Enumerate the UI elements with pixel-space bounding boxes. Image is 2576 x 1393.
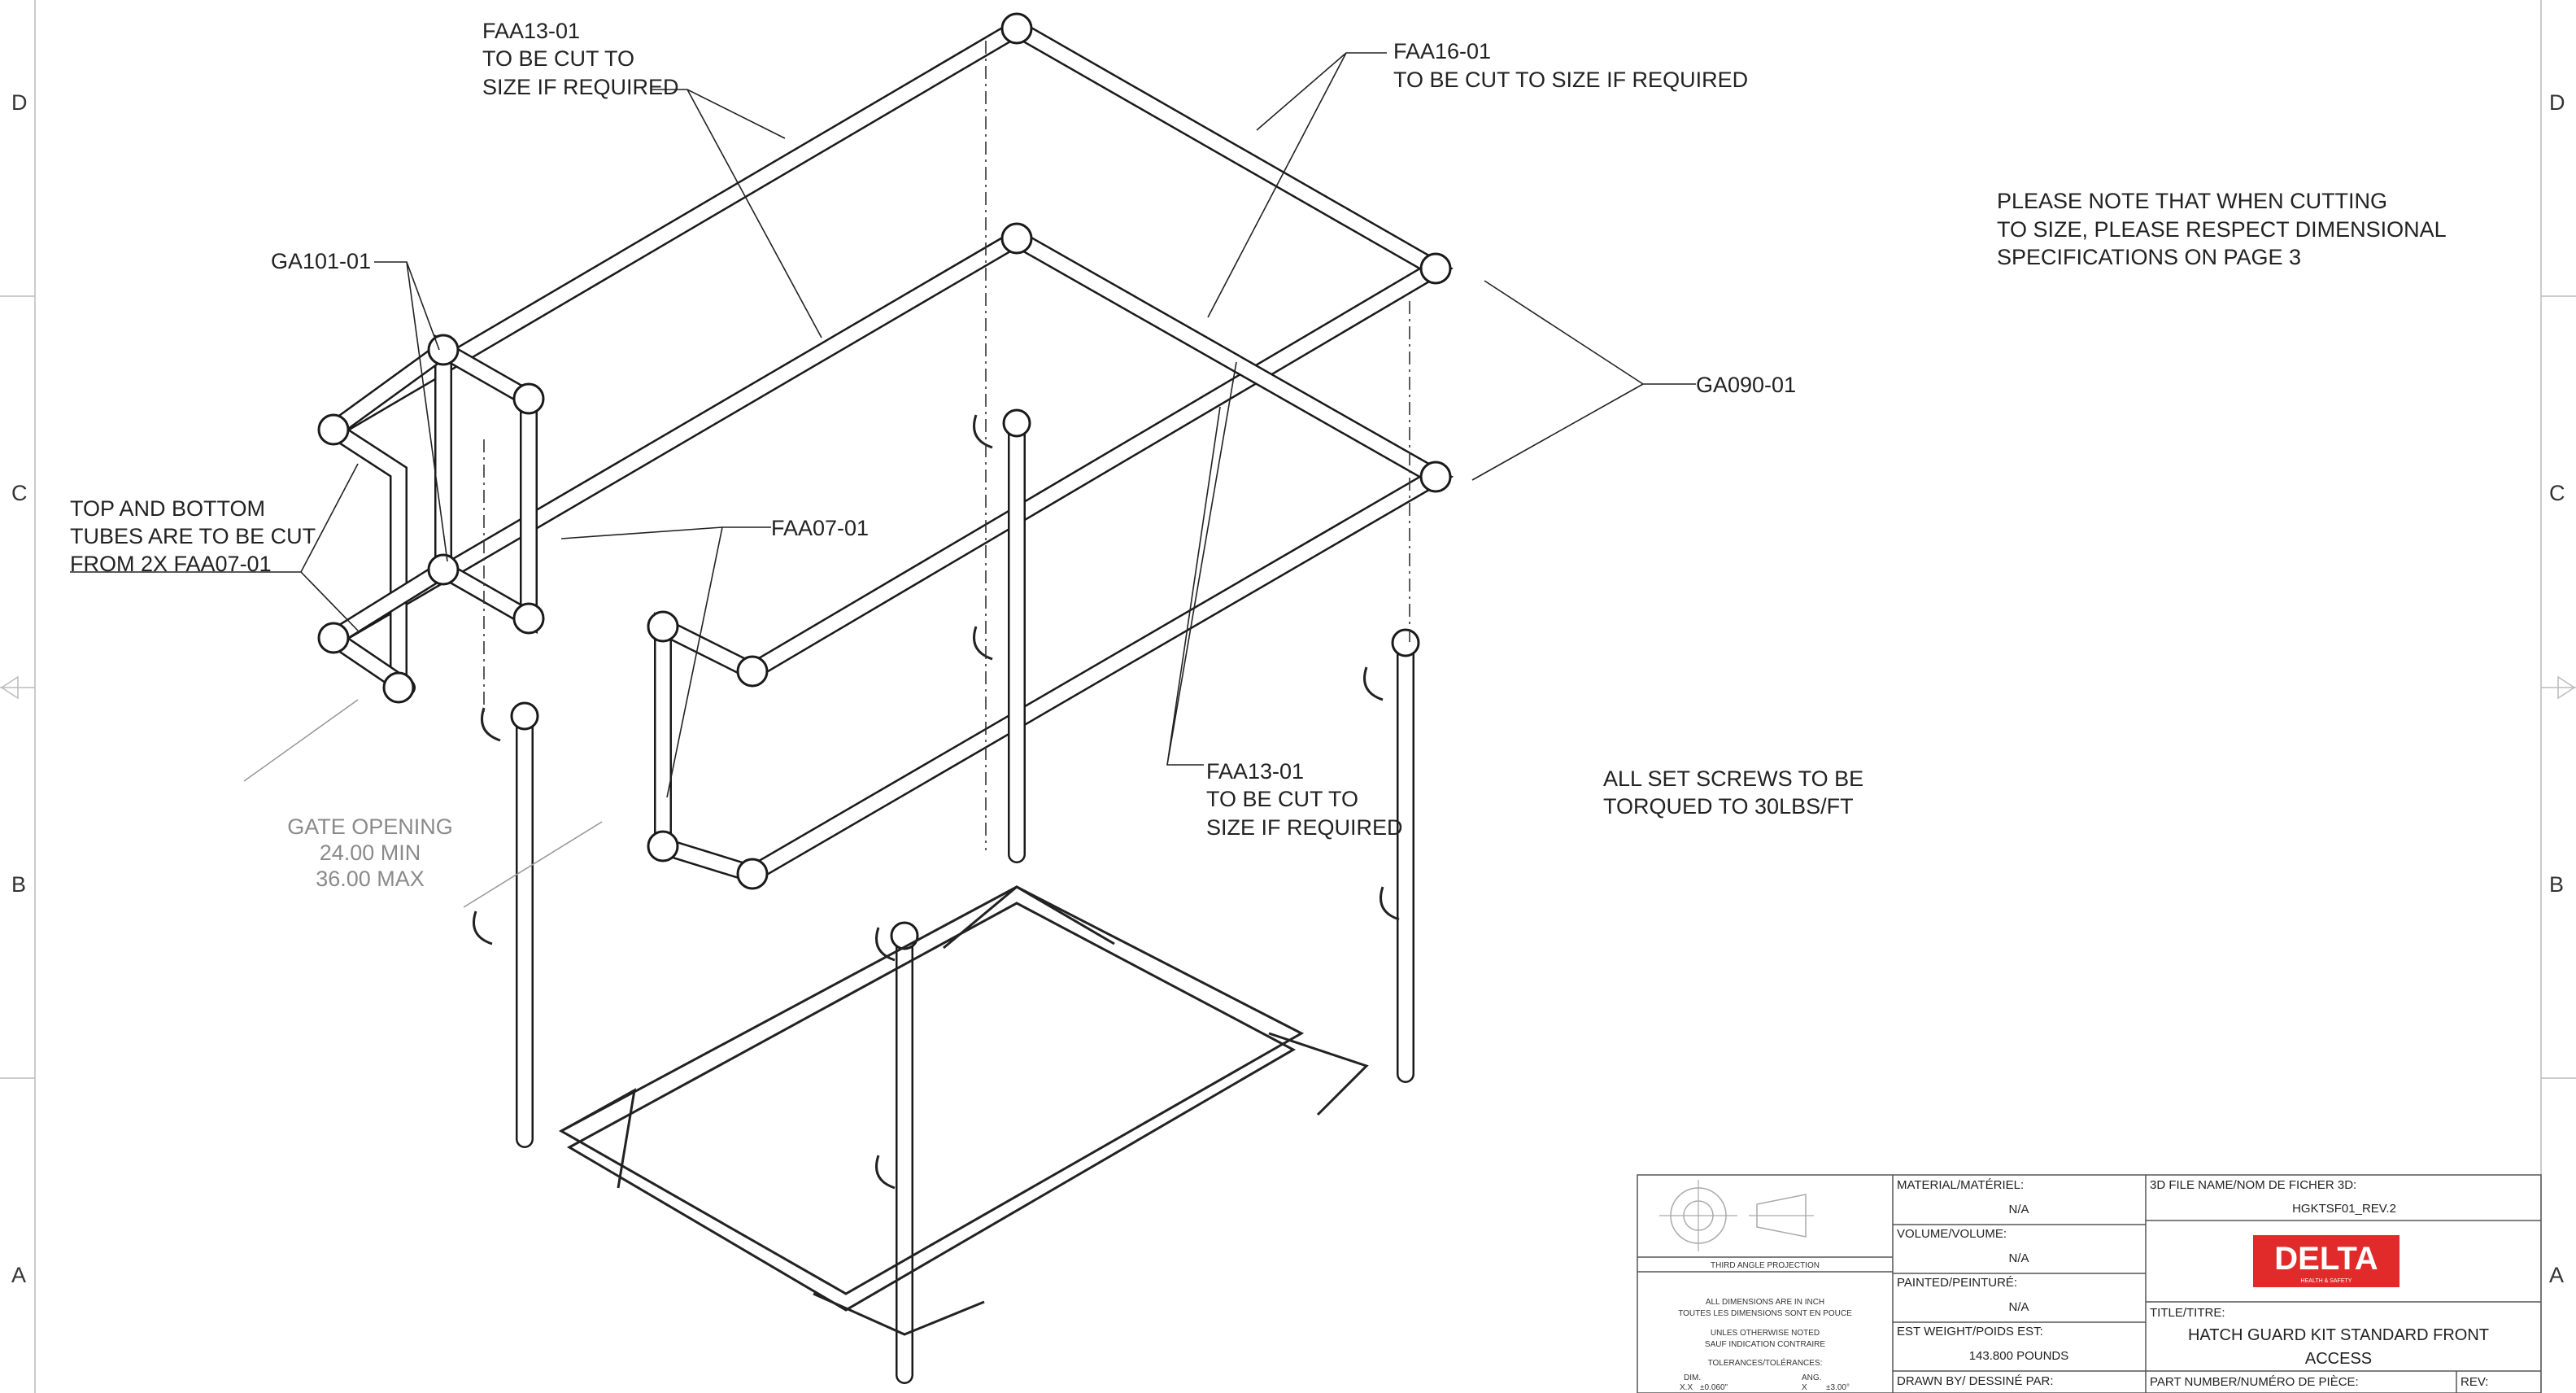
tol-ang-value: ±3.00° xyxy=(1826,1383,1850,1392)
zone-label: C xyxy=(11,481,28,505)
tol-dim-x: X.X xyxy=(1680,1383,1693,1392)
callout-line: TUBES ARE TO BE CUT xyxy=(70,524,316,548)
dims-note-line: TOUTES LES DIMENSIONS SONT EN POUCE xyxy=(1678,1309,1852,1318)
projection-symbol xyxy=(1659,1180,1814,1251)
note-line: SPECIFICATIONS ON PAGE 3 xyxy=(1997,245,2301,269)
callout-faa16: FAA16-01 TO BE CUT TO SIZE IF REQUIRED xyxy=(1393,39,1748,92)
note-cutting: PLEASE NOTE THAT WHEN CUTTING TO SIZE, P… xyxy=(1997,189,2447,269)
dims-note-line: ALL DIMENSIONS ARE IN INCH xyxy=(1706,1298,1824,1307)
weight-label: EST WEIGHT/POIDS EST: xyxy=(1897,1325,2043,1338)
part-number-label: PART NUMBER/NUMÉRO DE PIÈCE: xyxy=(2150,1375,2359,1389)
tol-ang-x: X xyxy=(1802,1383,1807,1392)
title-cell: TITLE/TITRE: HATCH GUARD KIT STANDARD FR… xyxy=(2150,1306,2489,1368)
callout-ga101: GA101-01 xyxy=(271,249,371,273)
zone-label: A xyxy=(11,1263,26,1287)
callout-line: TOP AND BOTTOM xyxy=(70,496,265,521)
dims-note-line: UNLES OTHERWISE NOTED xyxy=(1711,1329,1820,1338)
callout-line: FAA13-01 xyxy=(482,19,580,43)
file-name-value: HGKTSF01_REV.2 xyxy=(2292,1202,2396,1216)
dimension-line: GATE OPENING xyxy=(287,814,453,839)
zone-label: A xyxy=(2549,1263,2564,1287)
note-line: TORQUED TO 30LBS/FT xyxy=(1603,794,1854,819)
fittings xyxy=(317,12,1452,890)
zone-labels-left: D C B A xyxy=(11,90,28,1287)
callout-line: FROM 2X FAA07-01 xyxy=(70,552,272,576)
base-frame xyxy=(558,885,1369,1336)
callout-line: SIZE IF REQUIRED xyxy=(1206,815,1403,840)
painted-value: N/A xyxy=(2008,1300,2029,1314)
file-name-cell: 3D FILE NAME/NOM DE FICHER 3D: HGKTSF01_… xyxy=(2150,1178,2396,1216)
title-label: TITLE/TITRE: xyxy=(2150,1306,2225,1320)
material-label: MATERIAL/MATÉRIEL: xyxy=(1897,1178,2024,1192)
zone-label: B xyxy=(2549,872,2564,897)
logo-subtext: HEALTH & SAFETY xyxy=(2301,1278,2352,1284)
tol-dim-value: ±0.060" xyxy=(1700,1383,1728,1392)
callout-line: SIZE IF REQUIRED xyxy=(482,75,679,99)
logo-text: DELTA xyxy=(2274,1241,2378,1277)
volume-cell: VOLUME/VOLUME: N/A xyxy=(1897,1227,2029,1265)
weight-value: 143.800 POUNDS xyxy=(1969,1349,2069,1363)
title-line: HATCH GUARD KIT STANDARD FRONT xyxy=(2188,1326,2489,1344)
material-cell: MATERIAL/MATÉRIEL: N/A xyxy=(1897,1178,2029,1216)
dimensions-note: ALL DIMENSIONS ARE IN INCH TOUTES LES DI… xyxy=(1678,1298,1852,1392)
upper-frame xyxy=(325,18,1454,883)
callout-line: FAA16-01 xyxy=(1393,39,1491,63)
callout-line: TO BE CUT TO xyxy=(482,46,634,71)
dims-note-line: TOLERANCES/TOLÉRANCES: xyxy=(1708,1357,1823,1368)
zone-label: D xyxy=(11,90,28,115)
delta-logo: DELTA HEALTH & SAFETY xyxy=(2253,1235,2399,1287)
title-block xyxy=(1637,1174,2542,1393)
callout-line: TO BE CUT TO xyxy=(1206,787,1358,811)
material-value: N/A xyxy=(2008,1203,2029,1216)
drawn-by-label: DRAWN BY/ DESSINÉ PAR: xyxy=(1897,1374,2054,1388)
volume-label: VOLUME/VOLUME: xyxy=(1897,1227,2007,1241)
note-line: PLEASE NOTE THAT WHEN CUTTING xyxy=(1997,189,2387,213)
callout-faa07: FAA07-01 xyxy=(771,516,869,540)
callout-ga090: GA090-01 xyxy=(1696,373,1796,397)
tol-dim-label: DIM. xyxy=(1684,1373,1701,1382)
note-set-screws: ALL SET SCREWS TO BE TORQUED TO 30LBS/FT xyxy=(1603,766,1863,819)
centerlines xyxy=(483,41,1410,850)
rev-label: REV: xyxy=(2460,1375,2488,1389)
zone-label: D xyxy=(2549,90,2565,115)
callout-line: TO BE CUT TO SIZE IF REQUIRED xyxy=(1393,68,1748,92)
dims-note-line: SAUF INDICATION CONTRAIRE xyxy=(1705,1340,1825,1349)
weight-cell: EST WEIGHT/POIDS EST: 143.800 POUNDS xyxy=(1897,1325,2068,1363)
tol-ang-label: ANG. xyxy=(1802,1373,1821,1382)
zone-label: C xyxy=(2549,481,2565,505)
painted-label: PAINTED/PEINTURÉ: xyxy=(1897,1276,2017,1290)
dimension-line: 24.00 MIN xyxy=(320,841,421,865)
note-line: ALL SET SCREWS TO BE xyxy=(1603,766,1863,791)
posts xyxy=(473,408,1420,1384)
dimension-line: 36.00 MAX xyxy=(316,867,425,891)
note-line: TO SIZE, PLEASE RESPECT DIMENSIONAL xyxy=(1997,217,2447,242)
callout-faa13-bottom: FAA13-01 TO BE CUT TO SIZE IF REQUIRED xyxy=(1206,759,1403,840)
zone-labels-right: D C B A xyxy=(2549,90,2565,1287)
projection-label: THIRD ANGLE PROJECTION xyxy=(1711,1261,1820,1270)
callout-top-bottom-tubes: TOP AND BOTTOM TUBES ARE TO BE CUT FROM … xyxy=(70,496,316,576)
painted-cell: PAINTED/PEINTURÉ: N/A xyxy=(1897,1276,2029,1314)
dimension-gate-opening: GATE OPENING 24.00 MIN 36.00 MAX xyxy=(287,814,453,891)
zone-label: B xyxy=(11,872,26,897)
file-name-label: 3D FILE NAME/NOM DE FICHER 3D: xyxy=(2150,1178,2356,1192)
leader-lines xyxy=(70,52,1696,908)
title-line: ACCESS xyxy=(2305,1350,2372,1368)
volume-value: N/A xyxy=(2008,1251,2029,1265)
callout-faa13-top: FAA13-01 TO BE CUT TO SIZE IF REQUIRED xyxy=(482,19,679,99)
callout-line: FAA13-01 xyxy=(1206,759,1304,784)
